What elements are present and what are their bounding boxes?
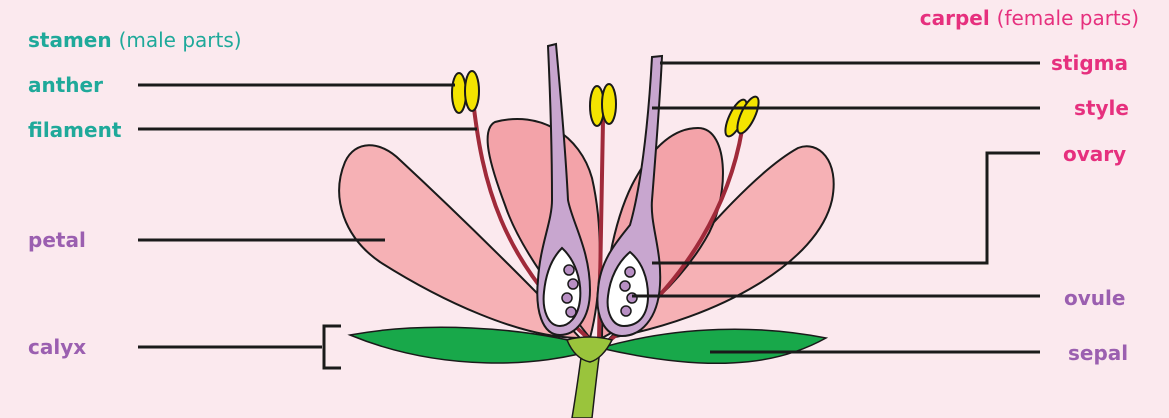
carpel-header: carpel (female parts) (920, 8, 1139, 28)
label-ovule: ovule (1064, 288, 1125, 308)
anther-center (590, 84, 616, 126)
label-stigma: stigma (1051, 53, 1128, 73)
label-filament: filament (28, 120, 121, 140)
label-ovary: ovary (1063, 144, 1126, 164)
label-calyx: calyx (28, 337, 86, 357)
anther-left (452, 71, 479, 113)
stamen-note: (male parts) (119, 28, 242, 52)
carpel-note: (female parts) (997, 6, 1139, 30)
stamen-term: stamen (28, 28, 112, 52)
label-petal: petal (28, 230, 86, 250)
stamen-header: stamen (male parts) (28, 30, 242, 50)
label-anther: anther (28, 75, 103, 95)
receptacle (567, 337, 612, 362)
anther-right (721, 94, 763, 139)
calyx-bracket (324, 326, 341, 368)
label-style: style (1074, 98, 1129, 118)
carpel-term: carpel (920, 6, 990, 30)
label-sepal: sepal (1068, 343, 1128, 363)
